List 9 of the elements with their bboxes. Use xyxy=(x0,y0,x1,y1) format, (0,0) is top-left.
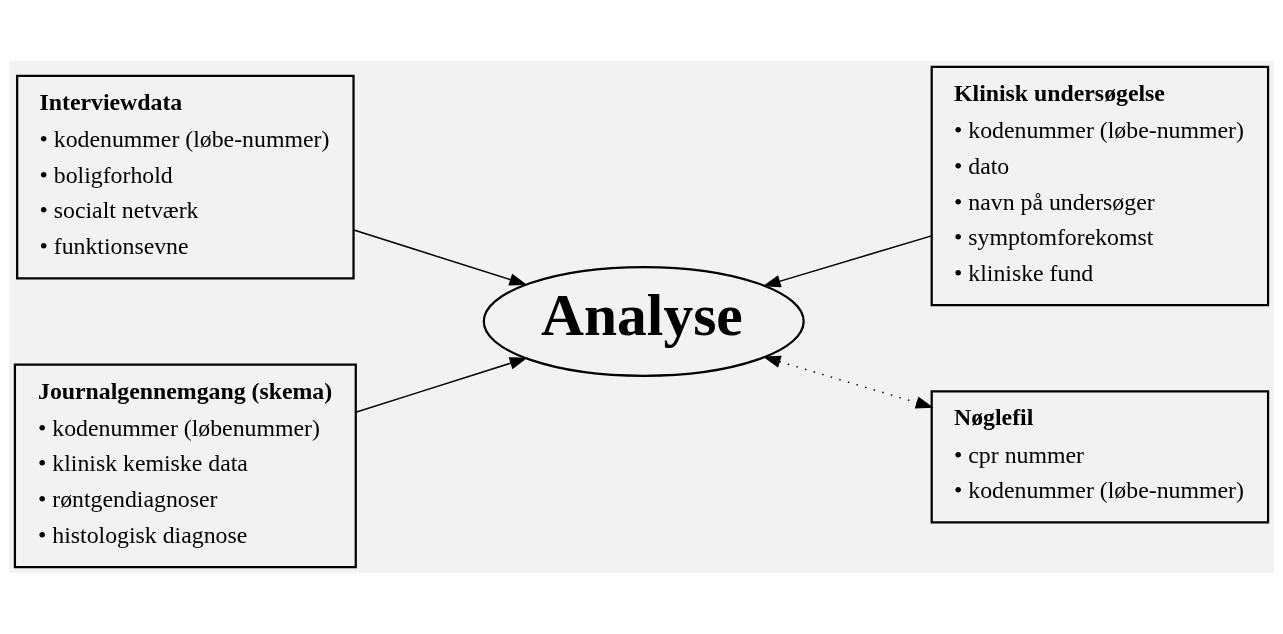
node-box: Nøglefil • cpr nummer • kodenummer (løbe-nummer) xyxy=(930,390,1270,524)
arrow xyxy=(762,355,934,409)
arrow xyxy=(762,235,933,288)
arrow xyxy=(355,357,528,414)
arrow xyxy=(353,229,528,286)
node-box: Klinisk undersøgelse • kodenummer (løbe-nummer) • dato • navn på undersøger • symptomforekomst • kliniske fund xyxy=(930,65,1270,307)
node-ellipse: Analyse xyxy=(482,265,805,377)
node-box: Interviewdata • kodenummer (løbe-nummer) • boligforhold • socialt netværk • funktionsevne xyxy=(16,74,355,280)
node-box: Journalgennemgang (skema) • kodenummer (løbenummer) • klinisk kemiske data • røntgendiagnoser • histologisk diagnose xyxy=(13,363,357,569)
